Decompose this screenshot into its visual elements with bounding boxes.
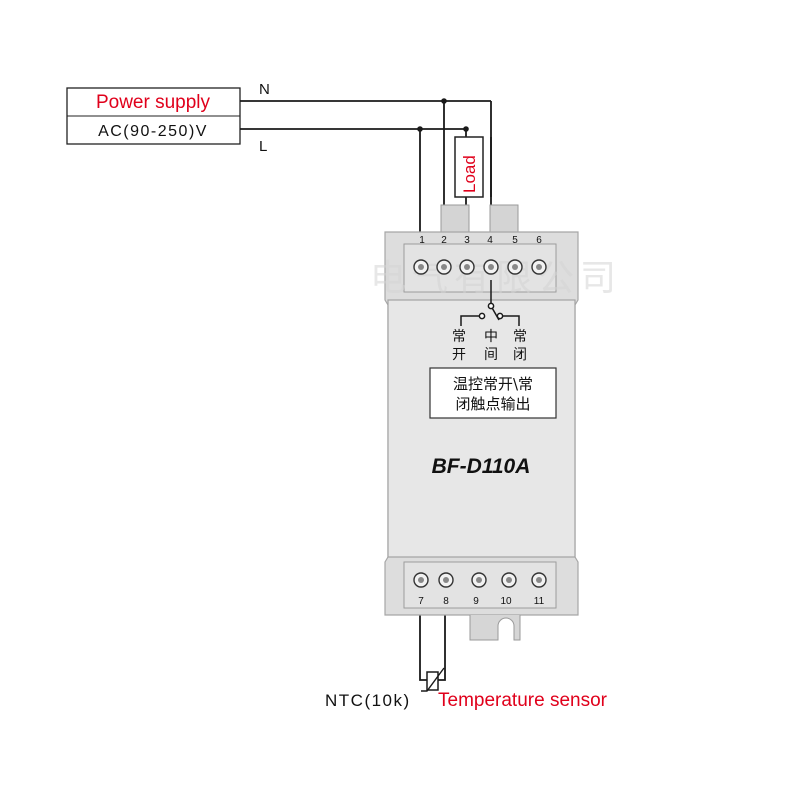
contact-no-lead: [460, 315, 479, 326]
sensor-label: Temperature sensor: [438, 690, 608, 711]
din-clip-bottom: [469, 615, 521, 641]
terminal-number: 5: [512, 235, 518, 246]
terminal-screw: [471, 572, 487, 588]
top-terminal-numbers: 1 2 3 4 5 6: [419, 235, 542, 246]
terminal-screw: [413, 259, 429, 275]
ntc-thermistor-symbol: [421, 667, 445, 692]
load-frame: [454, 136, 484, 198]
contact-point: [487, 302, 495, 310]
contact-label-no-top: 常: [452, 329, 466, 345]
sensor-spec: NTC(10k): [325, 691, 411, 710]
top-terminal-block: [403, 243, 557, 293]
thermistor-slash: [421, 667, 445, 692]
power-supply-title: Power supply: [96, 92, 211, 113]
contact-point: [478, 312, 486, 320]
bottom-terminal-screws: [413, 572, 547, 588]
contact-label-nc-top: 常: [513, 329, 527, 345]
junction-dot: [441, 98, 447, 104]
terminal-number: 4: [487, 235, 493, 246]
terminal-screw: [459, 259, 475, 275]
terminal-screw: [501, 572, 517, 588]
terminal-number: 10: [500, 596, 512, 607]
junction-dot: [463, 126, 469, 132]
device-housing: [384, 204, 579, 641]
terminal-screw: [413, 572, 429, 588]
contact-label-nc-bottom: 闭: [513, 347, 527, 363]
thermistor-body: [426, 671, 439, 691]
contact-label-com-top: 中: [484, 329, 498, 345]
top-terminal-screws: [413, 259, 547, 275]
load-block: Load: [454, 136, 492, 198]
power-supply-spec: AC(90-250)V: [98, 123, 208, 140]
power-supply-block: Power supply AC(90-250)V: [66, 87, 241, 145]
terminal-screw: [531, 259, 547, 275]
contact-label-com-bottom: 间: [484, 347, 498, 363]
live-label: L: [259, 138, 267, 155]
terminal-number: 2: [441, 235, 447, 246]
terminal-screw: [438, 572, 454, 588]
terminal-number: 7: [418, 596, 424, 607]
output-description: 温控常开\常 闭触点输出: [429, 367, 557, 419]
output-description-line2: 闭触点输出: [455, 395, 530, 413]
terminal-number: 11: [534, 596, 545, 607]
terminal-number: 3: [464, 235, 470, 246]
contact-point: [496, 312, 504, 320]
terminal-screw: [531, 572, 547, 588]
terminal-screw: [483, 259, 499, 275]
output-description-frame: [429, 367, 557, 419]
terminal-number: 8: [443, 596, 449, 607]
model-name: BF-D110A: [432, 455, 531, 478]
terminal-screw: [436, 259, 452, 275]
contact-label-no-bottom: 开: [452, 347, 466, 363]
terminal-screw: [507, 259, 523, 275]
contact-labels: 常 开 中 间 常 闭: [452, 329, 527, 363]
front-panel: [387, 299, 576, 558]
relay-contact-symbol: [460, 280, 520, 326]
din-clip-top-right: [489, 204, 519, 236]
terminal-number: 1: [419, 235, 425, 246]
neutral-label: N: [259, 81, 270, 98]
din-clip-top-left: [440, 204, 470, 236]
output-description-line1: 温控常开\常: [453, 375, 533, 393]
terminal-number: 9: [473, 596, 479, 607]
junction-dot: [417, 126, 423, 132]
terminal-number: 6: [536, 235, 542, 246]
junctions: [417, 98, 469, 132]
contact-nc-lead: [503, 315, 520, 326]
load-label: Load: [460, 155, 479, 193]
bottom-terminal-numbers: 7 8 9 10 11: [418, 596, 544, 607]
